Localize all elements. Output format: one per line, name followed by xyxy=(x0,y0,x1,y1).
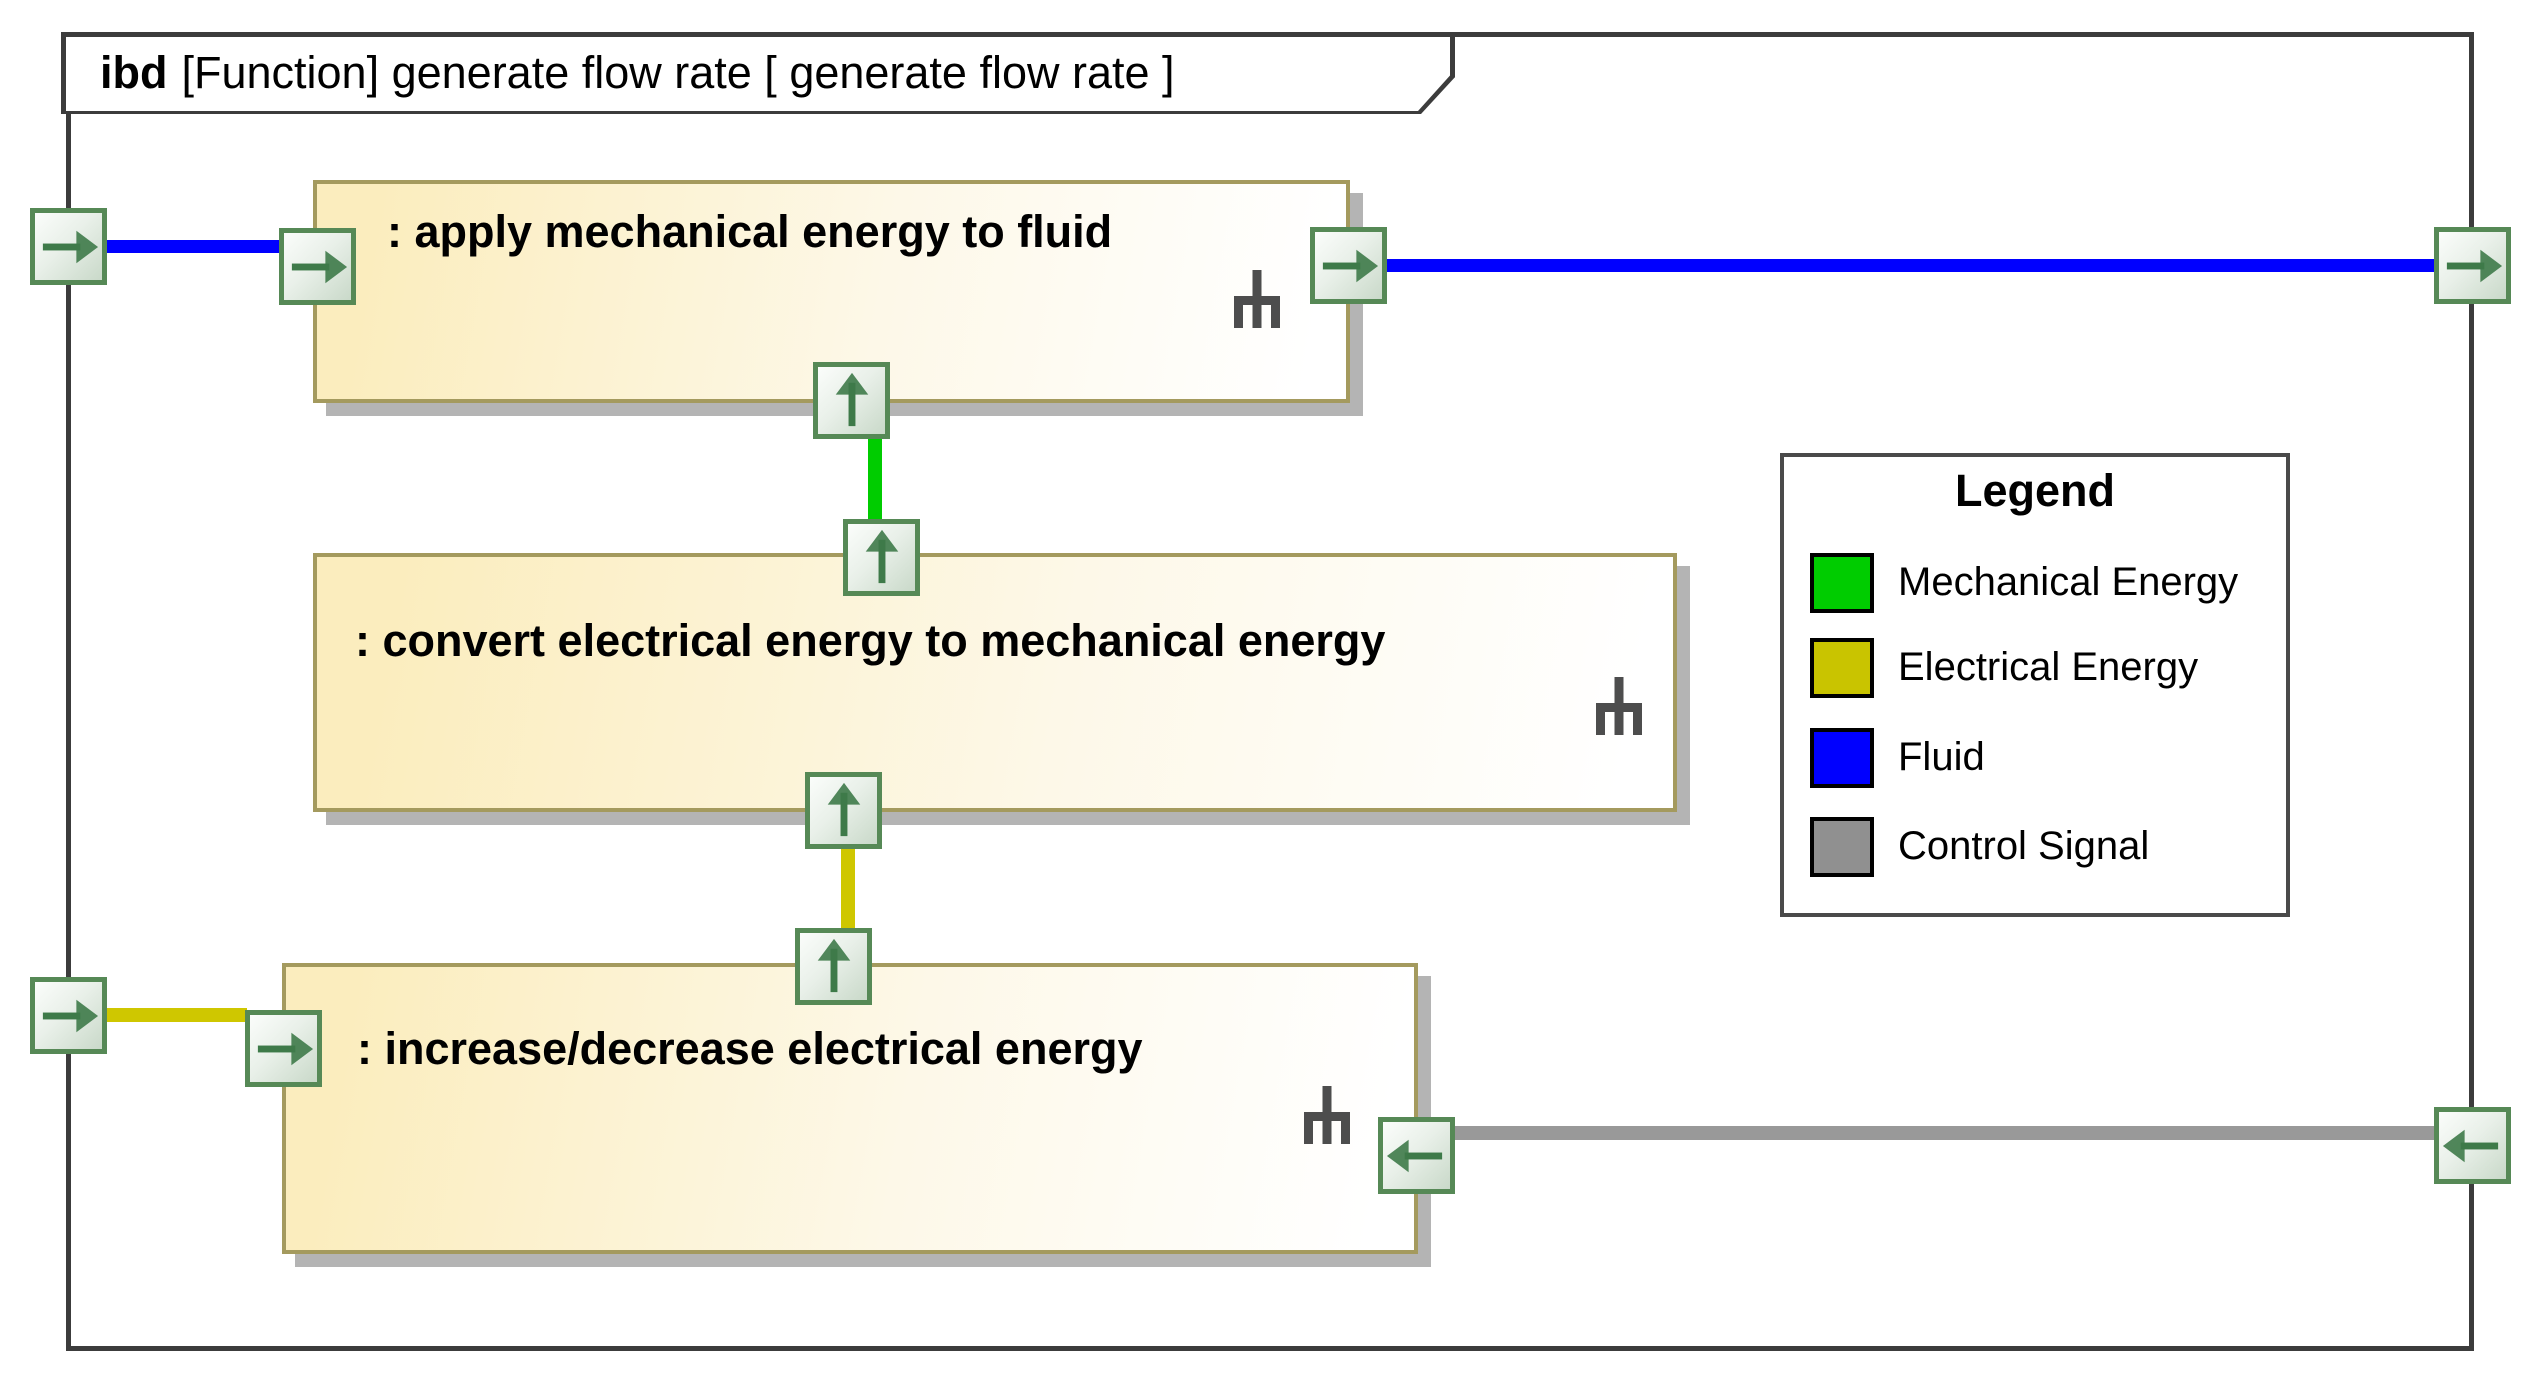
diagram-title: ibd [Function] generate flow rate [ gener… xyxy=(100,37,1175,111)
port-block3-control-in[interactable] xyxy=(1378,1117,1455,1194)
legend-swatch-electrical xyxy=(1810,638,1874,698)
diagram-name: [Function] generate flow rate [ generate… xyxy=(181,47,1175,98)
arrow-right-icon xyxy=(291,250,348,284)
arrow-right-icon xyxy=(257,1032,314,1066)
rake-icon xyxy=(1234,270,1280,328)
arrow-right-icon xyxy=(2446,249,2503,283)
block-increase-decrease-electrical-energy[interactable]: : increase/decrease electrical energy xyxy=(282,963,1418,1254)
legend-title: Legend xyxy=(1954,465,2115,516)
arrow-up-icon xyxy=(865,529,899,584)
legend-label: Mechanical Energy xyxy=(1898,560,2239,604)
connector-control-signal[interactable] xyxy=(1453,1126,2436,1140)
block-label: : apply mechanical energy to fluid xyxy=(387,206,1113,257)
legend-label: Control Signal xyxy=(1898,824,2150,868)
legend-swatch-control xyxy=(1810,817,1874,877)
block-label: : convert electrical energy to mechanica… xyxy=(355,615,1386,666)
port-block3-electrical-in[interactable] xyxy=(245,1010,322,1087)
connector-electrical-energy-in[interactable] xyxy=(105,1008,247,1022)
port-block2-mechanical-out[interactable] xyxy=(843,519,920,596)
port-frame-control-in[interactable] xyxy=(2434,1107,2511,1184)
diagram-kind: ibd xyxy=(100,47,168,98)
port-frame-fluid-out[interactable] xyxy=(2434,227,2511,304)
diagram-title-tab: ibd [Function] generate flow rate [ gener… xyxy=(61,32,1455,114)
rake-icon xyxy=(1596,677,1642,735)
legend-item-fluid: Fluid xyxy=(1784,728,2286,788)
port-frame-fluid-in[interactable] xyxy=(30,208,107,285)
block-label: : increase/decrease electrical energy xyxy=(357,1023,1143,1074)
legend-item-mechanical: Mechanical Energy xyxy=(1784,553,2286,613)
legend-swatch-mechanical xyxy=(1810,553,1874,613)
connector-fluid-in[interactable] xyxy=(105,240,281,253)
port-block1-fluid-in[interactable] xyxy=(279,228,356,305)
arrow-right-icon xyxy=(1322,249,1379,283)
legend-label: Electrical Energy xyxy=(1898,645,2199,689)
arrow-up-icon xyxy=(817,938,851,993)
rake-icon xyxy=(1304,1086,1350,1144)
port-block1-fluid-out[interactable] xyxy=(1310,227,1387,304)
block-convert-electrical-to-mechanical[interactable]: : convert electrical energy to mechanica… xyxy=(313,553,1677,812)
arrow-right-icon xyxy=(42,230,99,264)
arrow-up-icon xyxy=(835,372,869,427)
arrow-up-icon xyxy=(827,782,861,837)
connector-fluid-out[interactable] xyxy=(1385,259,2436,272)
port-block1-mechanical-in[interactable] xyxy=(813,362,890,439)
legend: Legend Mechanical Energy Electrical Ener… xyxy=(1780,453,2290,917)
legend-item-control: Control Signal xyxy=(1784,817,2286,877)
connector-mechanical-energy[interactable] xyxy=(868,436,882,523)
port-frame-electrical-in[interactable] xyxy=(30,977,107,1054)
arrow-left-icon xyxy=(2442,1129,2499,1163)
connector-electrical-energy-vertical[interactable] xyxy=(841,846,855,931)
port-block3-electrical-out[interactable] xyxy=(795,928,872,1005)
legend-label: Fluid xyxy=(1898,735,1985,779)
arrow-left-icon xyxy=(1386,1139,1443,1173)
port-block2-electrical-in[interactable] xyxy=(805,772,882,849)
legend-swatch-fluid xyxy=(1810,728,1874,788)
arrow-right-icon xyxy=(42,999,99,1033)
legend-item-electrical: Electrical Energy xyxy=(1784,638,2286,698)
